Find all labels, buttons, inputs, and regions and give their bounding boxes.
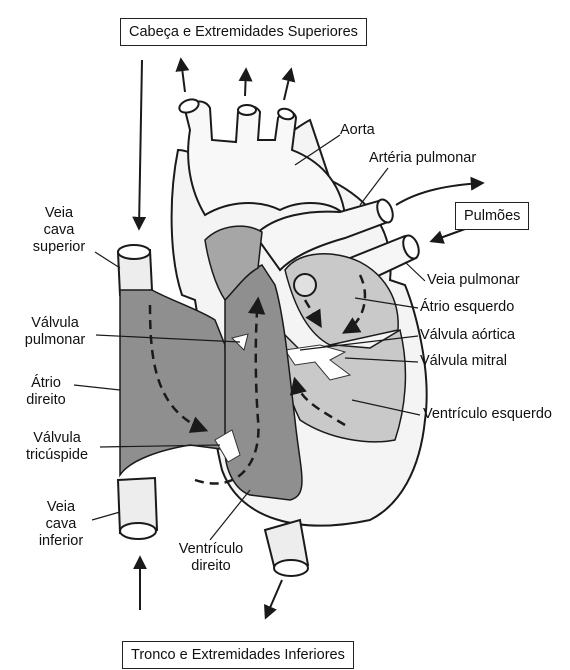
artery-opening-2 — [238, 105, 256, 115]
leader-atrio-direito — [74, 385, 120, 390]
arrow-out-2 — [245, 70, 246, 96]
vena-cava-superior-opening — [118, 245, 150, 259]
top-box-label: Cabeça e Extremidades Superiores — [120, 18, 367, 46]
label-aorta: Aorta — [340, 122, 375, 139]
vena-cava-inferior-opening — [120, 523, 156, 539]
arrow-in-top — [139, 60, 142, 228]
right-atrium — [120, 290, 228, 475]
descending-vessel-opening — [274, 560, 308, 576]
label-veia-cava-superior: Veia cava superior — [22, 205, 96, 256]
arrow-out-3 — [284, 70, 291, 100]
pulmonary-vein-inlet — [294, 274, 316, 296]
leader-veia-cava-superior — [95, 252, 120, 268]
label-veia-cava-inferior: Veia cava inferior — [28, 499, 94, 550]
lungs-box-label: Pulmões — [455, 202, 529, 230]
leader-ventriculo-direito — [210, 490, 250, 540]
arrow-out-bottom — [266, 580, 282, 617]
label-valvula-pulmonar: Válvula pulmonar — [16, 315, 94, 349]
label-atrio-esquerdo: Átrio esquerdo — [420, 299, 514, 316]
label-arteria-pulmonar: Artéria pulmonar — [369, 150, 476, 167]
label-valvula-aortica: Válvula aórtica — [420, 327, 515, 344]
leader-veia-cava-inferior — [92, 512, 120, 520]
arrow-from-lungs — [432, 229, 465, 241]
label-valvula-tricuspide: Válvula tricúspide — [16, 430, 98, 464]
arrow-out-1 — [181, 60, 185, 92]
label-valvula-mitral: Válvula mitral — [420, 353, 507, 370]
bottom-box-label: Tronco e Extremidades Inferiores — [122, 641, 354, 669]
label-veia-pulmonar: Veia pulmonar — [427, 272, 520, 289]
leader-veia-pulmonar — [405, 262, 425, 281]
label-ventriculo-esquerdo: Ventrículo esquerdo — [423, 406, 552, 423]
label-ventriculo-direito: Ventrículo direito — [165, 541, 257, 575]
label-atrio-direito: Átrio direito — [18, 375, 74, 409]
